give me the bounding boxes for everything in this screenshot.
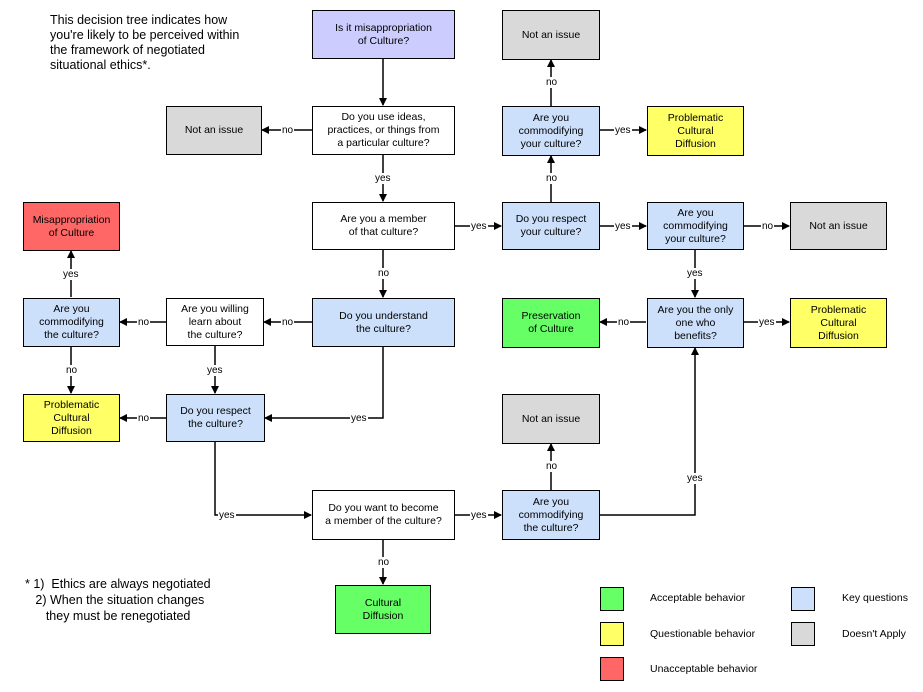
label-willing-no: no [137, 317, 151, 328]
label-understand-no: no [281, 317, 295, 328]
label-commod-left-no: no [65, 365, 79, 376]
question-commodifying-yours-top: Are you commodifying your culture? [502, 106, 600, 156]
legend-label-acceptable: Acceptable behavior [650, 592, 746, 604]
label-respect-yours-no: no [545, 173, 559, 184]
question-understand: Do you understand the culture? [312, 298, 455, 347]
label-willing-yes: yes [206, 365, 224, 376]
result-problematic-diffusion-top: Problematic Cultural Diffusion [647, 106, 744, 156]
label-use-yes: yes [374, 173, 392, 184]
result-cultural-diffusion: Cultural Diffusion [335, 585, 431, 634]
question-use-ideas: Do you use ideas, practices, or things f… [312, 106, 455, 155]
question-commodifying-left: Are you commodifying the culture? [23, 298, 120, 347]
question-want-member: Do you want to become a member of the cu… [312, 490, 455, 540]
label-use-no: no [281, 125, 295, 136]
label-understand-yes: yes [350, 413, 368, 424]
edge-understand-yes [264, 347, 384, 422]
label-commod-bottom-no: no [545, 461, 559, 472]
result-problematic-diffusion-right: Problematic Cultural Diffusion [790, 298, 887, 348]
question-commodifying-bottom: Are you commodifying the culture? [502, 490, 600, 540]
label-commod-yours-right-yes: yes [686, 268, 704, 279]
result-not-an-issue-top: Not an issue [502, 10, 600, 60]
label-respect-left-no: no [137, 413, 151, 424]
question-respect-yours: Do you respect your culture? [502, 202, 600, 250]
label-commod-yours-top-yes: yes [614, 125, 632, 136]
label-commod-left-yes: yes [62, 269, 80, 280]
label-want-no: no [377, 557, 391, 568]
legend-label-unacceptable: Unacceptable behavior [650, 663, 758, 675]
edge-respect-left-yes [214, 442, 312, 519]
legend-swatch-questionable [600, 622, 624, 646]
result-not-an-issue-right: Not an issue [790, 202, 887, 250]
intro-text: This decision tree indicates how you're … [50, 13, 240, 72]
label-only-one-no: no [617, 317, 631, 328]
label-commod-yours-right-no: no [761, 221, 775, 232]
label-member-yes: yes [470, 221, 488, 232]
legend-label-key-questions: Key questions [842, 592, 908, 604]
result-misappropriation: Misappropriation of Culture [23, 202, 120, 251]
question-member: Are you a member of that culture? [312, 202, 455, 250]
legend-swatch-doesnt-apply [791, 622, 815, 646]
legend-label-doesnt-apply: Doesn't Apply [842, 628, 906, 640]
footnote: * 1) Ethics are always negotiated 2) Whe… [25, 577, 211, 623]
question-commodifying-yours-right: Are you commodifying your culture? [647, 202, 744, 250]
result-preservation: Preservation of Culture [502, 298, 600, 348]
result-problematic-diffusion-left: Problematic Cultural Diffusion [23, 394, 120, 442]
edge-commod-bottom-yes [600, 347, 699, 516]
label-want-yes: yes [470, 510, 488, 521]
legend-swatch-key-questions [791, 587, 815, 611]
result-not-an-issue-bottom: Not an issue [502, 394, 600, 444]
legend-swatch-unacceptable [600, 657, 624, 681]
result-not-an-issue-left: Not an issue [166, 106, 262, 155]
label-respect-yours-yes: yes [614, 221, 632, 232]
question-willing-learn: Are you willing learn about the culture? [166, 298, 264, 346]
label-member-no: no [377, 268, 391, 279]
start-node-misappropriation-question: Is it misappropriation of Culture? [312, 10, 455, 59]
question-only-one-benefits: Are you the only one who benefits? [647, 298, 744, 348]
legend-label-questionable: Questionable behavior [650, 628, 756, 640]
legend-swatch-acceptable [600, 587, 624, 611]
label-commod-yours-top-no: no [545, 77, 559, 88]
label-respect-left-yes: yes [218, 510, 236, 521]
label-only-one-yes: yes [758, 317, 776, 328]
question-respect-left: Do you respect the culture? [166, 394, 265, 442]
label-commod-bottom-yes: yes [686, 473, 704, 484]
